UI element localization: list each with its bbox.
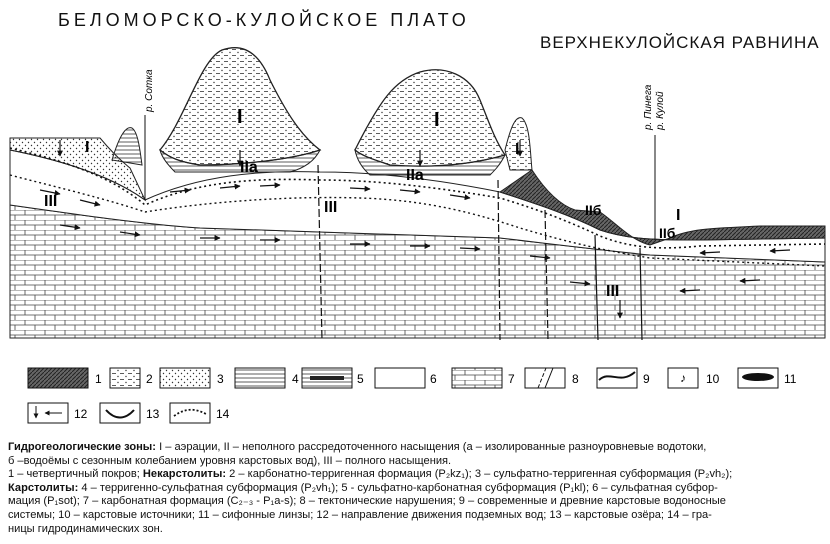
zone-label-IIb-2: IIб (659, 225, 676, 241)
svg-text:5: 5 (357, 372, 364, 386)
figure-caption: Гидрогеологические зоны: I – аэрации, II… (8, 441, 822, 536)
svg-text:12: 12 (74, 407, 88, 421)
svg-text:10: 10 (706, 372, 720, 386)
zone-label-III-mid: III (324, 199, 337, 216)
svg-text:13: 13 (146, 407, 160, 421)
zone-label-IIa-1: IIа (240, 159, 258, 176)
zone-label-IIb-1: IIб (585, 202, 602, 218)
legend-item-4: 4 (234, 367, 299, 389)
legend-item-7: 7 (451, 367, 515, 389)
zone-boundary-lower (9, 174, 826, 267)
legend-item-6: 6 (374, 367, 437, 389)
legend-item-3: 3 (159, 367, 224, 389)
fault-line-1 (317, 164, 323, 341)
geological-section: р. Сотка р. Пинега р. Кулой I I I I I II… (9, 47, 826, 424)
svg-text:2: 2 (146, 372, 153, 386)
caption-nonkarst-heading: Некарстолиты: (142, 468, 227, 481)
legend-item-14: 14 (169, 402, 230, 424)
fault-line-4 (594, 234, 599, 341)
plateau-title: БЕЛОМОРСКО-КУЛОЙСКОЕ ПЛАТО (58, 10, 470, 30)
plain-cover-right (498, 169, 826, 246)
svg-text:7: 7 (508, 372, 515, 386)
legend-item-12: 12 (27, 402, 88, 424)
outlier-hill-1-base (159, 148, 321, 173)
caption-line-3-rest: 2 – карбонатно-терригенная формация (P₂k… (226, 468, 733, 481)
legend: 1 2 3 4 5 6 7 8 (27, 367, 797, 424)
legend-item-1: 1 (27, 367, 102, 389)
outlier-hill-2-base (354, 148, 506, 176)
caption-karst-heading: Карстолиты: (8, 481, 79, 494)
zone-label-I-right: I (515, 141, 519, 158)
svg-text:9: 9 (643, 372, 650, 386)
plain-title: ВЕРХНЕКУЛОЙСКАЯ РАВНИНА (540, 33, 820, 52)
caption-line-2: б –водоёмы с сезонным колебанием уровня … (8, 454, 452, 467)
legend-item-13: 13 (99, 402, 160, 424)
caption-line-5: мация (P₁sot); 7 – карбонатная формация … (8, 495, 726, 508)
legend-item-2: 2 (109, 367, 153, 389)
fault-line-2 (497, 179, 501, 341)
zone-label-IIa-2: IIа (406, 167, 424, 184)
small-hill-left (111, 127, 143, 166)
river-pinega-label: р. Пинега (643, 84, 654, 131)
zone-label-III-right: III (606, 283, 619, 300)
svg-text:6: 6 (430, 372, 437, 386)
outlier-hill-2 (354, 69, 507, 167)
svg-text:8: 8 (572, 372, 579, 386)
fault-line-5 (639, 247, 643, 341)
svg-text:11: 11 (784, 372, 797, 386)
zone-label-I-left: I (85, 139, 89, 156)
zone-label-I-peak1: I (237, 106, 243, 128)
zone-label-I-peak2: I (434, 109, 440, 131)
caption-line-3: 1 – четвертичный покров; (8, 468, 143, 481)
caption-line-4: 4 – терригенно-сульфатная субформация (P… (78, 481, 718, 494)
legend-item-8: 8 (524, 367, 579, 389)
legend-item-10: ♪ 10 (667, 367, 720, 389)
zone-label-III-left: III (44, 193, 57, 210)
small-hill-right (504, 117, 533, 171)
plateau-cover-left (9, 137, 147, 202)
caption-line-1: I – аэрации, II – неполного рассредоточе… (155, 441, 707, 453)
zone-label-I-far: I (676, 207, 680, 224)
zone-boundary-upper (9, 147, 826, 249)
legend-item-5: 5 (301, 367, 364, 389)
caption-line-6: системы; 10 – карстовые источники; 11 – … (8, 508, 712, 521)
caption-zones-heading: Гидрогеологические зоны: (8, 441, 156, 453)
svg-text:♪: ♪ (680, 371, 686, 385)
svg-text:4: 4 (292, 372, 299, 386)
caption-line-7: ницы гидродинамических зон. (8, 522, 163, 535)
svg-text:14: 14 (216, 407, 230, 421)
river-sotka-label: р. Сотка (144, 69, 155, 113)
legend-item-11: 11 (737, 367, 797, 389)
river-kuloy-label: р. Кулой (655, 91, 666, 131)
legend-item-9: 9 (596, 367, 650, 389)
svg-text:3: 3 (217, 372, 224, 386)
svg-text:1: 1 (95, 372, 102, 386)
groundwater-flow-arrows (39, 140, 791, 319)
